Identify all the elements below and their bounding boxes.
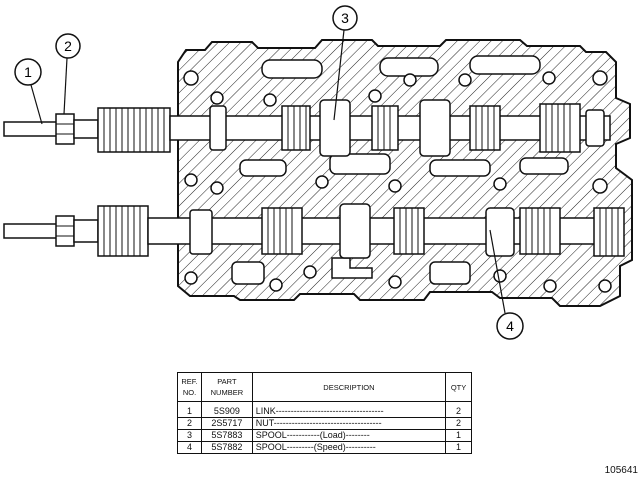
callout-4: 4: [489, 229, 524, 340]
callout-1: 1: [14, 58, 43, 125]
row-part-number: 5S909: [201, 401, 253, 418]
row-part-number: 5S7882: [201, 441, 253, 454]
row-qty: 2: [445, 401, 472, 418]
row-ref: 2: [176, 417, 203, 430]
table-row: 3 5S7883 SPOOL-----------(Load)-------- …: [176, 429, 472, 442]
row-description: NUT------------------------------------: [251, 417, 447, 430]
table-row: 1 5S909 LINK----------------------------…: [176, 401, 472, 418]
speed-spool: [3, 203, 625, 259]
table-row: 2 2S5717 NUT----------------------------…: [176, 417, 472, 430]
callout-2: 2: [55, 33, 81, 115]
row-qty: 1: [445, 429, 472, 442]
row-ref: 3: [176, 429, 203, 442]
callout-2-label: 2: [64, 38, 72, 54]
row-part-number: 5S7883: [201, 429, 253, 442]
header-description: DESCRIPTION: [251, 372, 447, 402]
row-qty: 2: [445, 417, 472, 430]
row-ref: 1: [176, 401, 203, 418]
table-row: 4 5S7882 SPOOL---------(Speed)----------…: [176, 441, 472, 454]
row-ref: 4: [176, 441, 203, 454]
callout-4-label: 4: [506, 318, 514, 334]
row-qty: 1: [445, 441, 472, 454]
row-description: LINK------------------------------------: [251, 401, 447, 418]
load-spool: [3, 99, 611, 157]
callout-3-label: 3: [341, 10, 349, 26]
header-ref-no: REF.NO.: [176, 372, 203, 402]
row-part-number: 2S5717: [201, 417, 253, 430]
callout-1-label: 1: [24, 64, 32, 80]
header-qty: QTY: [445, 372, 472, 402]
row-description: SPOOL---------(Speed)----------: [251, 441, 447, 454]
valve-body: [177, 39, 633, 307]
callout-3: 3: [332, 5, 358, 121]
figure-number: 105641: [604, 465, 638, 476]
row-description: SPOOL-----------(Load)--------: [251, 429, 447, 442]
